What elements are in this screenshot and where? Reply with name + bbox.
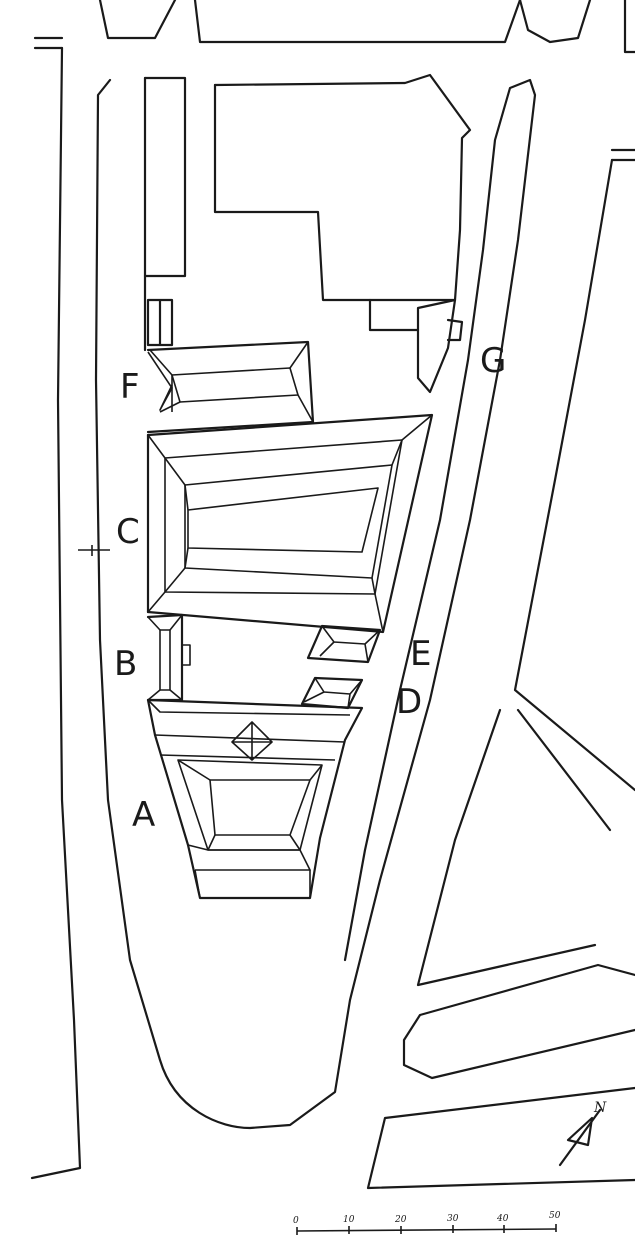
building-a [146,698,364,900]
label-b: B [114,644,137,684]
scale-tick-50: 50 [549,1211,561,1221]
north-label: N [593,1100,607,1116]
building-d [300,676,364,710]
label-a: A [132,795,155,835]
scale-tick-10: 10 [343,1215,355,1225]
building-labels: A B C D E F G [114,341,506,835]
scale-bar: 0 10 20 30 40 50 [293,1211,561,1235]
north-buildings [143,73,472,394]
scale-tick-40: 40 [496,1214,509,1224]
label-c: C [116,512,140,552]
street-blocks [30,0,635,1190]
scale-tick-0: 0 [293,1216,299,1226]
building-b [146,613,191,702]
label-d: D [396,682,422,722]
building-e [306,624,382,664]
label-e: E [410,634,431,674]
label-f: F [120,367,140,407]
label-g: G [480,341,506,381]
building-c [146,413,434,634]
scale-tick-30: 30 [447,1214,459,1224]
north-arrow: N [558,1100,607,1167]
scale-tick-20: 20 [394,1215,407,1225]
survey-mark [78,545,110,556]
building-f [146,340,315,434]
site-boundary [94,78,537,1130]
